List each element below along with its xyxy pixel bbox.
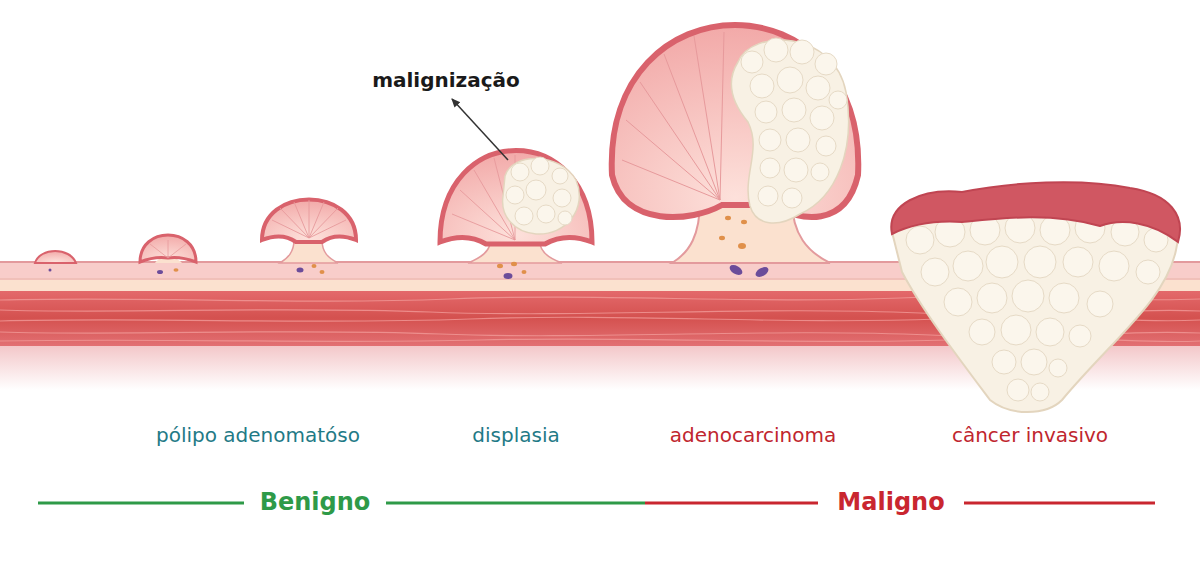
benign-bar bbox=[38, 502, 244, 505]
stage-label: adenocarcinoma bbox=[670, 424, 836, 447]
stage-label: displasia bbox=[472, 424, 559, 447]
malignant-bar bbox=[645, 502, 818, 505]
callout-label: malignização bbox=[372, 69, 520, 92]
polyp-dysplasia bbox=[440, 151, 592, 280]
range-label: Benigno bbox=[260, 489, 371, 517]
benign-bar bbox=[386, 502, 645, 505]
malignant-bar bbox=[964, 502, 1155, 505]
range-label: Maligno bbox=[837, 489, 944, 517]
stage-label: câncer invasivo bbox=[952, 424, 1108, 447]
invasive-tumor bbox=[891, 182, 1180, 412]
range-bars bbox=[38, 503, 1155, 504]
polyp-adenocarcinoma bbox=[612, 25, 859, 279]
stage-label: pólipo adenomatóso bbox=[156, 424, 360, 447]
leader-arrow bbox=[452, 99, 508, 160]
polyp-adenomatous bbox=[262, 200, 356, 275]
polyp-tiny bbox=[35, 251, 76, 272]
polyp-small bbox=[140, 235, 196, 274]
